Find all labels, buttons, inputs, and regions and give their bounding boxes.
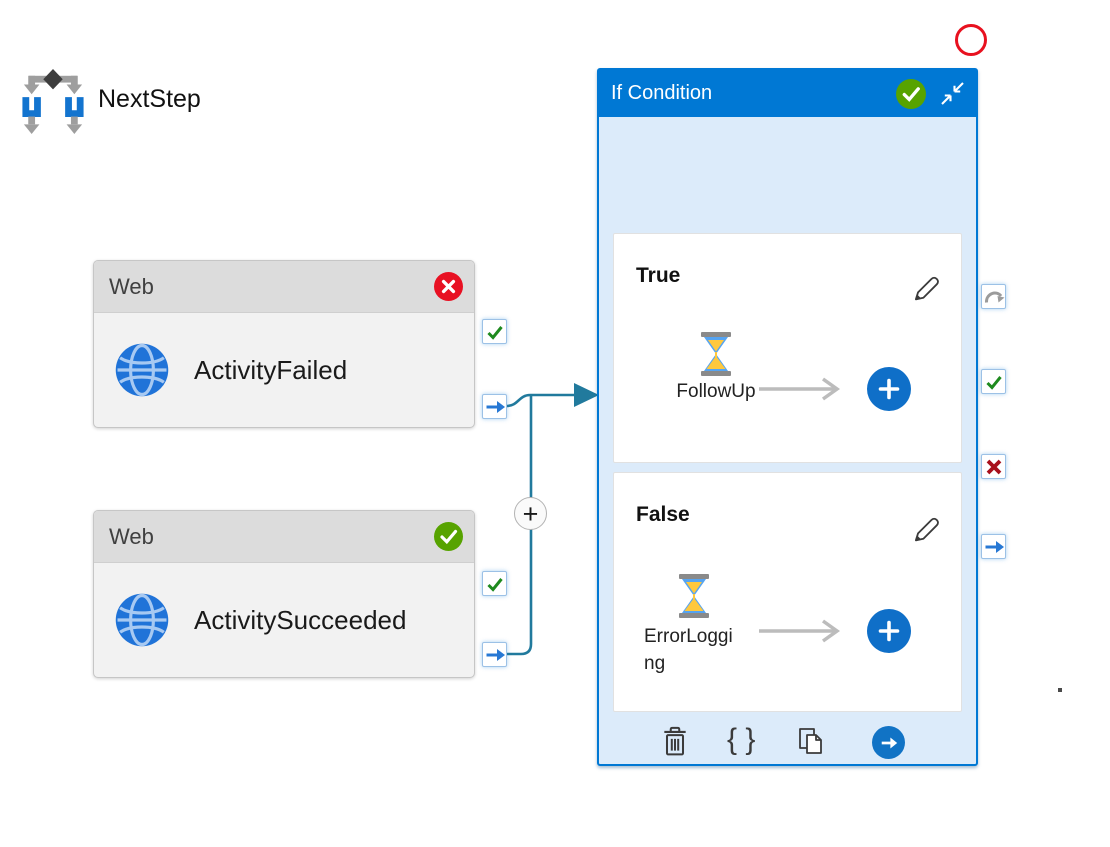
plus-icon [878,620,900,642]
status-badge-succeeded [896,78,926,109]
braces-icon: { } [727,723,756,756]
activity-header: Web [94,511,474,563]
activity-node-web-succeeded[interactable]: Web ActivitySucceeded [93,510,475,678]
web-globe-icon [115,593,169,647]
success-port[interactable] [482,319,507,344]
flow-arrow-icon [759,619,841,643]
connection-path[interactable] [506,393,574,656]
if-condition-name-label: NextStep [98,85,201,113]
success-check-icon [902,86,920,102]
activity-type-label: Web [109,523,154,549]
branch-label: False [636,503,690,526]
status-badge-succeeded [434,522,463,551]
skipped-port[interactable] [981,284,1006,309]
artifact-dot [1058,688,1062,692]
add-on-connection-button[interactable]: + [514,497,547,530]
success-check-icon [440,529,458,545]
branch-label: True [636,264,681,287]
skipped-arrow-icon [984,291,1004,303]
flow-arrow-icon [759,377,841,401]
success-port[interactable] [981,369,1006,394]
activity-chip-followup[interactable]: FollowUp [656,332,776,403]
edit-true-branch-button[interactable] [910,272,940,302]
panel-title: If Condition [611,82,713,104]
if-condition-header: If Condition [599,70,976,117]
pencil-icon [914,276,939,301]
activity-name-label: ActivitySucceeded [194,604,407,635]
add-activity-false-button[interactable] [867,609,911,653]
false-branch-card: False ErrorLogging [613,472,962,712]
activity-name-label: ActivityFailed [194,354,348,385]
completion-arrow-icon [486,400,505,413]
chip-name-label: ErrorLogging [644,626,733,674]
activity-header: Web [94,261,474,313]
chip-name-label: FollowUp [676,381,756,402]
status-badge-failed [434,272,463,301]
failure-x-icon [986,459,1001,474]
code-button[interactable]: { } [727,725,755,755]
delete-button[interactable] [661,725,689,762]
trash-icon [664,726,686,756]
completion-port[interactable] [482,394,507,419]
edit-false-branch-button[interactable] [910,513,940,543]
failure-port[interactable] [981,454,1006,479]
true-branch-card: True FollowUp [613,233,962,463]
web-globe-icon [115,343,169,397]
right-arrow-icon [881,737,897,748]
completion-arrow-icon [985,540,1004,553]
plus-icon [878,378,900,400]
completion-port[interactable] [482,642,507,667]
success-check-icon [985,375,1002,390]
completion-port[interactable] [981,534,1006,559]
success-check-icon [486,577,503,592]
success-check-icon [486,325,503,340]
copy-icon [799,728,822,754]
success-port[interactable] [482,571,507,596]
open-if-activity-button[interactable] [872,726,905,759]
wait-hourglass-icon [679,574,709,618]
error-x-icon [441,279,456,294]
activity-chip-errorlogging[interactable]: ErrorLogging [644,574,742,677]
pencil-icon [914,517,939,542]
copy-button[interactable] [795,726,827,761]
add-activity-true-button[interactable] [867,367,911,411]
activity-node-web-failed[interactable]: Web ActivityFailed [93,260,475,428]
collapse-icon [940,82,964,105]
wait-hourglass-icon [701,332,731,376]
connection-arrowhead-icon [574,383,599,407]
collapse-button[interactable] [938,80,966,108]
activity-body: ActivityFailed [94,313,474,427]
activity-type-label: Web [109,273,154,299]
if-condition-icon [22,69,84,135]
completion-arrow-icon [486,648,505,661]
activity-body: ActivitySucceeded [94,563,474,677]
red-annotation-circle [955,24,987,56]
